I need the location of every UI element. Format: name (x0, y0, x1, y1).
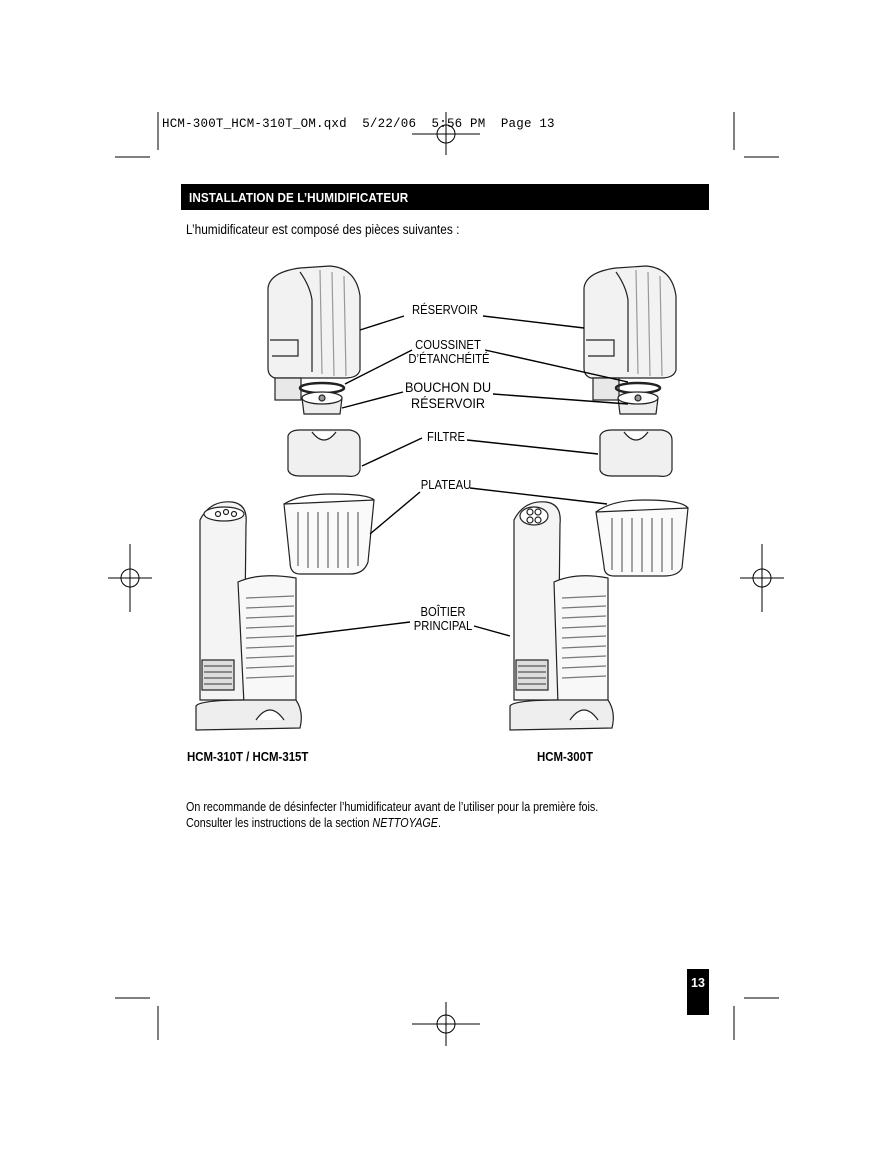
note-cleaning-reference: NETTOYAGE (372, 816, 438, 830)
label-reservoir: RÉSERVOIR (411, 303, 479, 317)
registration-marks (108, 112, 784, 1046)
note-line-2: Consulter les instructions de la section… (186, 816, 441, 830)
section-heading: INSTALLATION DE L’HUMIDIFICATEUR (189, 190, 409, 205)
note-line-1: On recommande de désinfecter l’humidific… (186, 800, 599, 814)
label-cap: BOUCHON DU RÉSERVOIR (405, 379, 491, 411)
label-base-line2: PRINCIPAL (413, 619, 473, 633)
leader-lines (295, 315, 629, 637)
label-cap-line1: BOUCHON DU (404, 379, 492, 395)
label-gasket-line2: D’ÉTANCHÉITÉ (408, 352, 490, 366)
slug-line: HCM-300T_HCM-310T_OM.qxd 5/22/06 5:56 PM… (162, 117, 555, 131)
model-caption-left: HCM-310T / HCM-315T (187, 749, 309, 764)
page-number: 13 (691, 976, 705, 990)
left-humidifier-illustration (195, 265, 375, 731)
crop-marks (115, 112, 779, 1040)
section-heading-bar: INSTALLATION DE L’HUMIDIFICATEUR (181, 184, 709, 210)
note-line-2-suffix: . (437, 816, 441, 830)
note-line-2-prefix: Consulter les instructions de la section (186, 816, 373, 830)
intro-text: L’humidificateur est composé des pièces … (186, 222, 460, 237)
label-gasket-line1: COUSSINET (415, 338, 481, 352)
label-base-line1: BOÎTIER (420, 605, 466, 619)
label-gasket: COUSSINET D’ÉTANCHÉITÉ (408, 338, 490, 366)
page-number-box: 13 (687, 969, 709, 1015)
right-humidifier-illustration (509, 265, 689, 731)
model-caption-right: HCM-300T (537, 749, 593, 764)
label-tray: PLATEAU (420, 478, 472, 492)
label-cap-line2: RÉSERVOIR (411, 395, 485, 411)
label-base: BOÎTIER PRINCIPAL (412, 605, 475, 633)
label-filter: FILTRE (427, 430, 465, 444)
